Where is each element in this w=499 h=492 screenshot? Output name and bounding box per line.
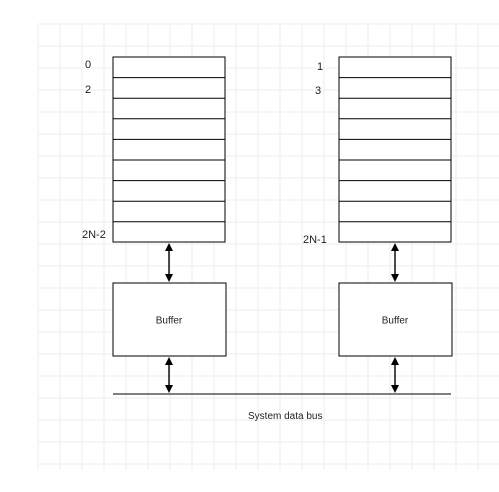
- right-memory-outline: [338, 56, 452, 243]
- system-data-bus-label: System data bus: [248, 411, 323, 422]
- right-label-1: 1: [317, 61, 324, 73]
- right-buffer-label: Buffer: [381, 315, 409, 327]
- arrows: [165, 243, 399, 393]
- right-memory-rows: [339, 77, 451, 223]
- left-label-2: 2: [85, 84, 92, 96]
- left-label-2n-2: 2N-2: [82, 229, 106, 241]
- right-memory-bank: [338, 56, 452, 243]
- right-buffer-bus-arrow: [391, 357, 399, 393]
- right-label-2n-1: 2N-1: [303, 234, 327, 246]
- left-memory-buffer-arrow: [165, 243, 173, 282]
- right-memory-buffer-arrow: [391, 243, 399, 282]
- right-buffer-box: [338, 282, 453, 357]
- left-memory-rows: [113, 77, 225, 223]
- left-buffer-label: Buffer: [155, 315, 183, 327]
- left-memory-bank: [112, 56, 226, 243]
- right-label-3: 3: [315, 85, 322, 97]
- left-memory-outline: [112, 56, 226, 243]
- left-label-0: 0: [85, 59, 92, 71]
- left-buffer-bus-arrow: [165, 357, 173, 393]
- left-buffer-box: [112, 282, 227, 357]
